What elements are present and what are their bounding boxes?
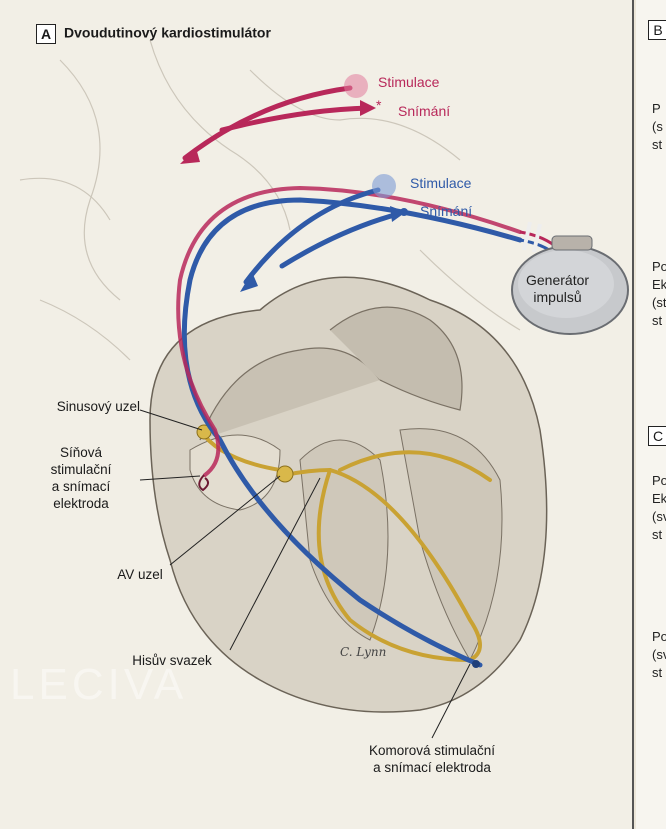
- ventricular-sense-label: Snímání: [420, 203, 473, 219]
- heart-illustration: [19, 39, 629, 739]
- av-node: [276, 465, 294, 483]
- his-bundle-label: Hisův svazek: [132, 653, 212, 668]
- ventricular-stim-label: Stimulace: [410, 175, 472, 191]
- panel-b-letter: B: [648, 20, 666, 40]
- blue-stim-glow: [372, 174, 396, 198]
- atrial-lead: [176, 185, 522, 477]
- atrial-sense-text: Snímání: [398, 103, 451, 119]
- ventricular-lead-line-2: a snímací elektroda: [373, 760, 491, 775]
- av-node-label: AV uzel: [117, 567, 163, 582]
- atrial-lead-line-3: a snímací: [51, 479, 111, 494]
- atrial-sense-marker: *: [376, 97, 382, 113]
- ventricular-lead-label: Komorová stimulační a snímací elektroda: [332, 742, 532, 776]
- panel-b-text-2: Po Ek (st st: [652, 259, 666, 328]
- atrial-lead-line-2: stimulační: [50, 462, 112, 477]
- generator-label: Generátor impulsů: [526, 272, 589, 306]
- generator-line-2: impulsů: [533, 289, 582, 305]
- panel-c-text-2: Po (sv st: [652, 629, 666, 680]
- panel-c-letter: C: [648, 426, 666, 446]
- panel-a-title: Dvoudutinový kardiostimulátor: [64, 24, 271, 41]
- atrial-stim-label: Stimulace: [378, 74, 440, 90]
- panel-a-letter: A: [36, 24, 56, 44]
- atrial-lead-line-1: Síňová: [59, 445, 103, 460]
- panel-a-header: A Dvoudutinový kardiostimulátor: [36, 24, 271, 44]
- conduction-system: [198, 428, 492, 662]
- red-arrows: [182, 85, 371, 161]
- atrial-sense-label: * Snímání: [376, 97, 451, 119]
- atrial-lead-label: Síňová stimulační a snímací elektroda: [26, 444, 136, 512]
- sinus-node-label: Sinusový uzel: [56, 399, 140, 414]
- pulse-generator: [511, 221, 629, 335]
- blue-arrows: [243, 187, 401, 285]
- panel-b-text-1: P (s st: [652, 101, 663, 152]
- panel-a: A Dvoudutinový kardiostimulátor Stimulace…: [0, 0, 634, 829]
- watermark: LECIVA: [10, 660, 188, 709]
- panel-right: [636, 0, 666, 829]
- ventricular-lead-line-1: Komorová stimulační: [368, 743, 496, 758]
- generator-line-1: Generátor: [526, 272, 590, 288]
- background-veins: [19, 39, 521, 361]
- leader-lines: [139, 409, 471, 739]
- red-stim-glow: [344, 74, 368, 98]
- atrial-lead-line-4: elektroda: [53, 496, 109, 511]
- panel-c-text-1: Po Ek (sv st: [652, 473, 666, 542]
- artist-signature: C. Lynn: [340, 645, 387, 659]
